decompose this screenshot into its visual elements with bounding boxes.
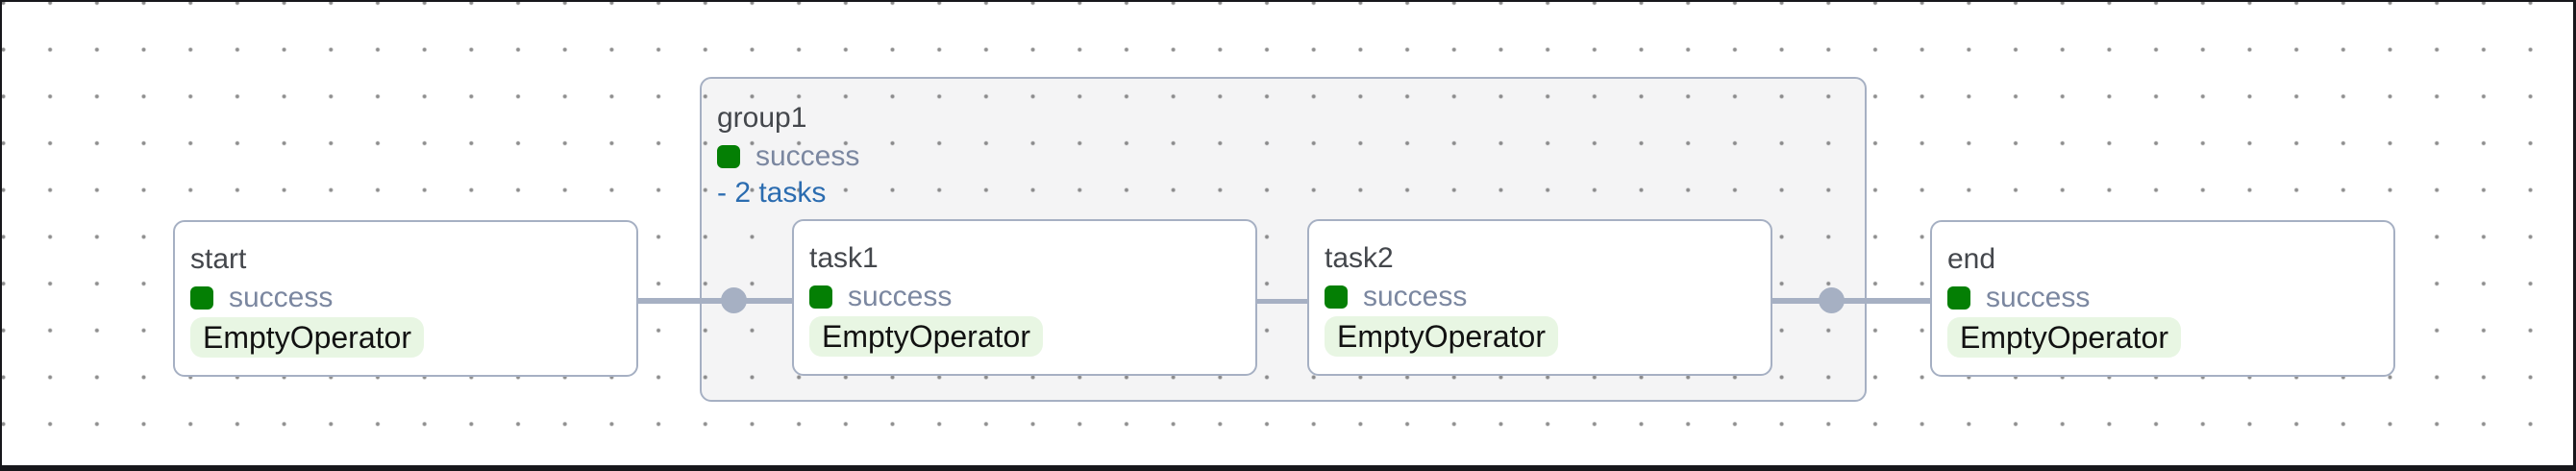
task-title: task1 bbox=[809, 242, 879, 274]
task-status-label: success bbox=[848, 280, 953, 312]
operator-pill: EmptyOperator bbox=[1325, 316, 1558, 357]
edge-group1-to-end bbox=[1771, 298, 1931, 304]
task-status-label: success bbox=[1986, 281, 2091, 313]
success-status-icon bbox=[1947, 285, 1970, 310]
task-title: end bbox=[1947, 243, 1996, 275]
success-status-icon bbox=[1325, 285, 1348, 309]
edge-junction-dot-left bbox=[721, 287, 747, 313]
edge-start-to-group1 bbox=[637, 298, 793, 304]
task-title: start bbox=[190, 243, 247, 275]
task-node-task1[interactable]: task1 success EmptyOperator bbox=[792, 219, 1257, 376]
operator-pill: EmptyOperator bbox=[1947, 317, 2181, 358]
group-title: group1 bbox=[717, 102, 807, 134]
group-collapse-toggle[interactable]: - 2 tasks bbox=[717, 177, 827, 209]
edge-junction-dot-right bbox=[1819, 287, 1845, 313]
task-node-task2[interactable]: task2 success EmptyOperator bbox=[1307, 219, 1772, 376]
task-node-end[interactable]: end success EmptyOperator bbox=[1930, 220, 2395, 377]
task-status-label: success bbox=[229, 281, 334, 313]
task-status-row: success bbox=[1947, 281, 2378, 313]
task-title: task2 bbox=[1325, 242, 1394, 274]
group-status-label: success bbox=[755, 139, 860, 172]
operator-pill: EmptyOperator bbox=[809, 316, 1043, 357]
success-status-icon bbox=[809, 285, 832, 309]
success-status-icon bbox=[717, 144, 740, 168]
task-group-group1[interactable]: group1 success - 2 tasks task1 success E… bbox=[700, 77, 1867, 402]
operator-pill: EmptyOperator bbox=[190, 317, 424, 358]
task-node-start[interactable]: start success EmptyOperator bbox=[173, 220, 638, 377]
task-status-row: success bbox=[1325, 280, 1755, 312]
task-status-row: success bbox=[190, 281, 621, 313]
success-status-icon bbox=[190, 285, 213, 310]
edge-task1-to-task2 bbox=[1256, 299, 1308, 304]
task-status-row: success bbox=[809, 280, 1240, 312]
group-status-row: success bbox=[717, 139, 1849, 172]
task-status-label: success bbox=[1363, 280, 1468, 312]
